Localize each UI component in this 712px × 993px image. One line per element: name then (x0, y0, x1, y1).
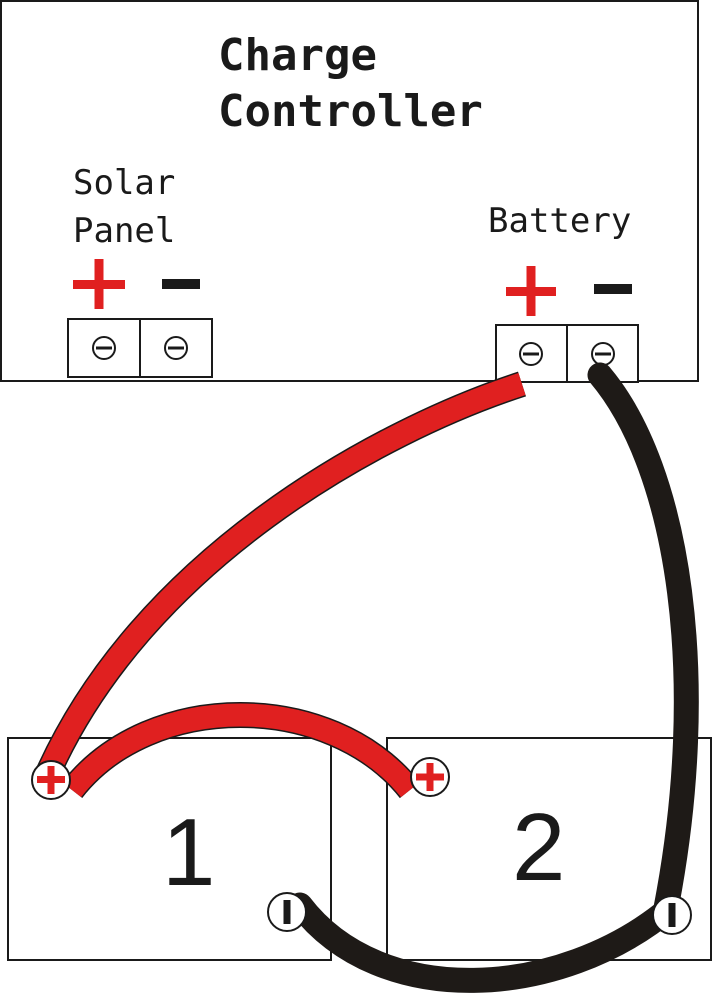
battery-label: Battery (488, 201, 631, 241)
solar-panel-label-line2: Panel (73, 211, 175, 251)
positive-wire-controller-to-battery-1 (34, 373, 526, 785)
battery-2-negative-terminal-icon (652, 895, 692, 935)
positive-jumper-wire (62, 703, 419, 798)
solar-terminal-block (67, 318, 213, 378)
solar-panel-label-line1: Solar (73, 163, 175, 203)
battery-2-positive-terminal-icon (410, 757, 450, 797)
solar-minus-icon (162, 279, 200, 289)
solar-plus-icon (73, 259, 125, 309)
battery-1-positive-terminal-icon (31, 760, 71, 800)
charge-controller-box (0, 0, 699, 382)
battery-1-negative-terminal-icon (267, 892, 307, 932)
screw-icon (92, 336, 116, 360)
negative-wire-controller-to-battery-2 (587, 362, 699, 921)
controller-title-line2: Controller (218, 86, 483, 137)
screw-icon (591, 342, 615, 366)
battery-minus-icon (594, 284, 632, 294)
screw-icon (164, 336, 188, 360)
battery-2-number: 2 (512, 794, 565, 901)
battery-1-number: 1 (162, 799, 215, 906)
controller-title-line1: Charge (218, 30, 377, 81)
negative-jumper-wire (287, 892, 683, 993)
screw-icon (519, 342, 543, 366)
battery-plus-icon (506, 266, 556, 316)
